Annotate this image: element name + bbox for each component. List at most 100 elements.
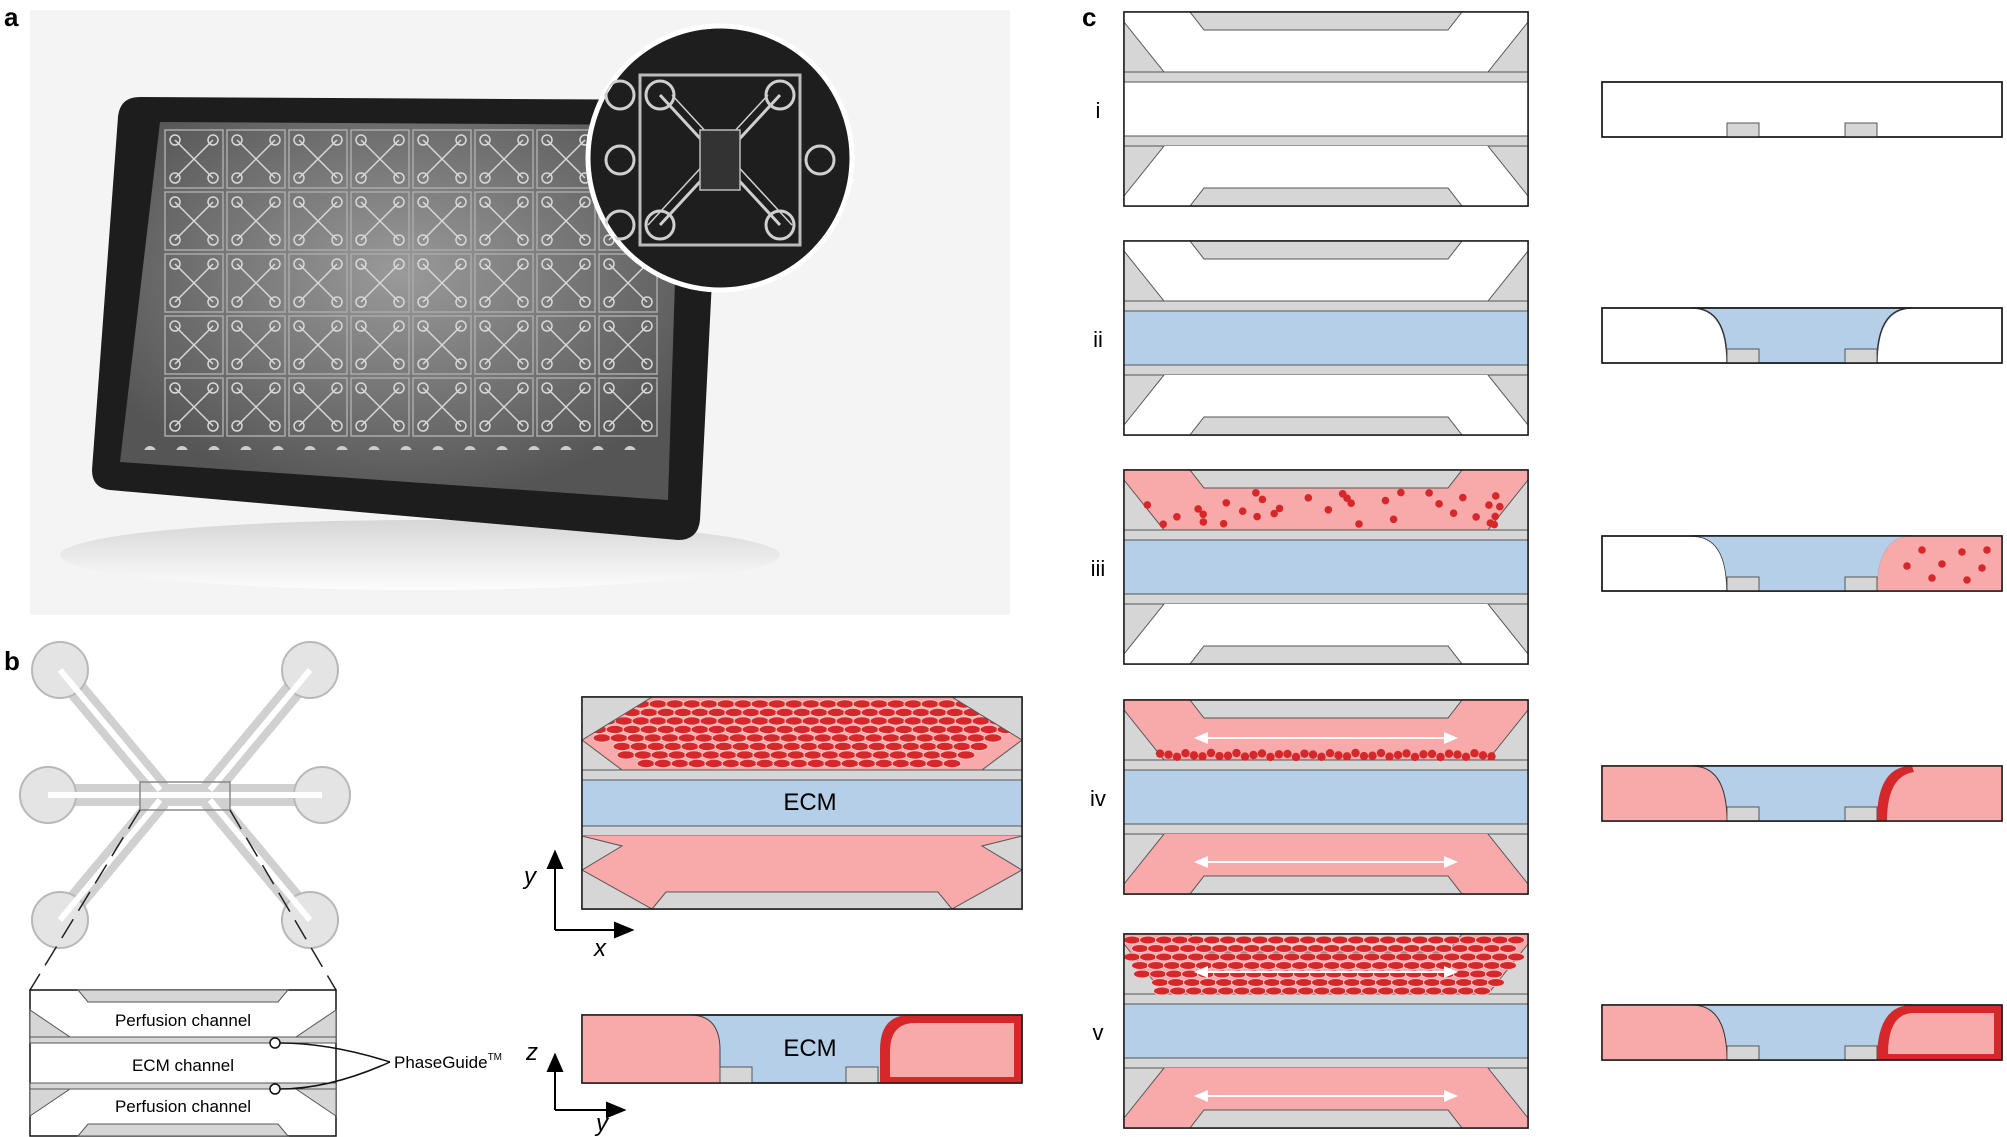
label-phaseguide: PhaseGuideTM: [394, 1052, 502, 1072]
endothelial-cell: [704, 758, 724, 769]
endothelial-cell: [733, 699, 753, 709]
chip-border: [1123, 11, 1529, 207]
endothelial-cell: [818, 716, 838, 726]
endothelial-cell: [803, 750, 823, 760]
well-dot: [272, 446, 284, 450]
endothelial-cell: [1435, 944, 1453, 953]
endothelial-cell: [775, 724, 795, 735]
chip-zoom-schematic: Perfusion channel ECM channel Perfusion …: [29, 989, 502, 1137]
endothelial-cell: [1265, 986, 1283, 996]
seeded-cell: [1252, 489, 1260, 497]
endothelial-cell: [1313, 986, 1331, 996]
well-chip: [536, 315, 596, 375]
attached-cell: [1215, 751, 1224, 761]
seeded-cell: [1159, 520, 1168, 528]
endothelial-cell: [758, 707, 778, 718]
phaseguide-ridge: [1844, 806, 1878, 822]
well-chip: [598, 315, 658, 375]
endothelial-cell: [1323, 961, 1341, 970]
plate-photo: [30, 10, 1010, 615]
phaseguide-ridge: [1844, 1045, 1878, 1061]
well-chip: [474, 377, 534, 437]
endothelial-cell: [609, 733, 629, 743]
inlet-bar: [1188, 699, 1464, 719]
endothelial-cell: [898, 733, 918, 743]
endothelial-cell: [1425, 986, 1443, 996]
endothelial-cell: [869, 716, 889, 726]
attached-cell: [1155, 749, 1165, 758]
well-chip: [474, 315, 534, 375]
endothelial-cell: [769, 750, 789, 760]
phaseguide-ridge: [1726, 122, 1760, 138]
endothelial-cell: [1283, 952, 1301, 962]
endothelial-cell: [728, 733, 748, 743]
endothelial-cell: [932, 733, 952, 743]
endothelial-cell: [701, 750, 721, 760]
endothelial-cell: [697, 741, 717, 752]
endothelial-cell: [920, 699, 940, 709]
seeded-cell: [1435, 500, 1443, 508]
endothelial-cell: [901, 741, 921, 752]
endothelial-cell: [874, 758, 894, 769]
endothelial-cell: [935, 741, 955, 752]
flow-arrow-head: [1444, 856, 1458, 868]
endothelial-cell: [1469, 969, 1487, 979]
panel-b-top-view: ECM: [580, 696, 1023, 910]
well-chip: [412, 129, 472, 189]
seeded-cell: [1199, 518, 1208, 526]
endothelial-cell: [1499, 944, 1517, 953]
attached-cell: [1385, 752, 1394, 761]
panel-letter-b: b: [4, 646, 20, 676]
endothelial-cell: [772, 758, 792, 769]
endothelial-cell: [1323, 944, 1341, 953]
endothelial-cell: [1339, 944, 1357, 953]
step-i: i: [1096, 11, 2003, 207]
attached-cell: [1487, 752, 1496, 761]
endothelial-cell: [639, 707, 659, 718]
endothelial-cell: [1307, 961, 1325, 970]
endothelial-cell: [636, 758, 656, 769]
endothelial-cell: [1163, 944, 1181, 953]
endothelial-cell: [928, 724, 948, 735]
endothelial-cell: [884, 741, 904, 752]
endothelial-cell: [809, 724, 829, 735]
endothelial-cell: [864, 733, 884, 743]
endothelial-cell: [1475, 952, 1493, 962]
endothelial-cell: [750, 716, 770, 726]
endothelial-cell: [1459, 952, 1477, 962]
endothelial-cell: [741, 707, 761, 718]
attached-cell: [1283, 749, 1292, 759]
endothelial-cell: [1199, 978, 1217, 987]
endothelial-cell: [1327, 978, 1345, 987]
endothelial-cell: [1179, 944, 1197, 953]
well-chip: [412, 377, 472, 437]
endothelial-cell: [816, 741, 836, 752]
left-medium: [1601, 1004, 1728, 1061]
attached-cell-layer: [1877, 766, 1914, 821]
endothelial-cell: [843, 707, 863, 718]
endothelial-cell: [738, 758, 758, 769]
endothelial-cell: [969, 741, 989, 752]
well-chip: [412, 253, 472, 313]
endothelial-cell: [784, 699, 804, 709]
endothelial-cell: [956, 750, 976, 760]
attached-cell: [1308, 750, 1318, 759]
endothelial-cell: [1411, 952, 1429, 962]
endothelial-cell: [894, 724, 914, 735]
endothelial-cell: [1233, 986, 1251, 996]
endothelial-cell: [792, 707, 812, 718]
well-chip: [474, 191, 534, 251]
endothelial-cell: [1169, 986, 1187, 996]
endothelial-cell: [1231, 978, 1249, 987]
endothelial-cell: [699, 716, 719, 726]
endothelial-cell: [1409, 986, 1427, 996]
side-chamber-border: [1601, 535, 2003, 592]
attached-cell: [1351, 748, 1360, 758]
endothelial-cell: [1235, 952, 1253, 962]
seeded-cell: [1143, 501, 1152, 509]
attached-cell: [1291, 752, 1301, 762]
endothelial-cell: [1387, 944, 1405, 953]
endothelial-cell: [765, 741, 785, 752]
outlet-bar: [1188, 187, 1464, 207]
endothelial-cell: [1279, 978, 1297, 987]
